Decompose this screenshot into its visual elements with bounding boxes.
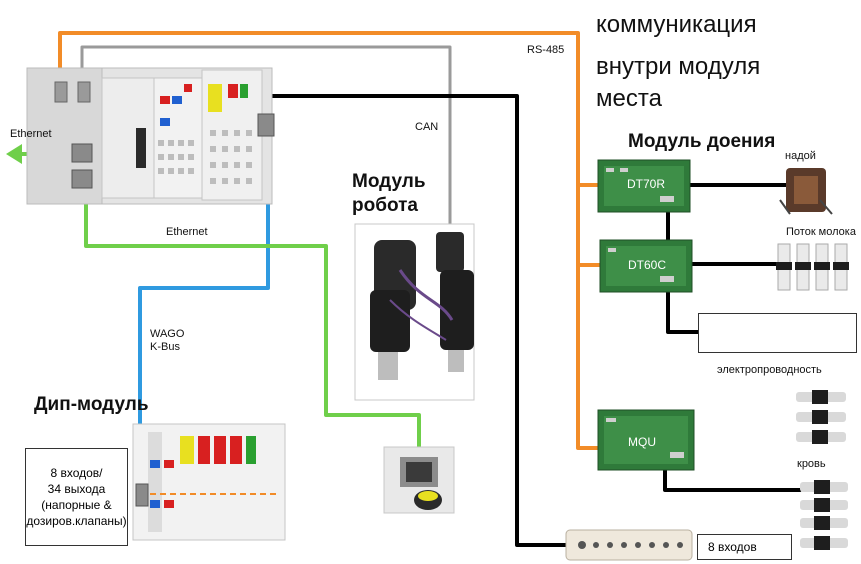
title-line-1: коммуникация xyxy=(596,11,757,38)
ethernet-camera-wire xyxy=(84,188,421,450)
wago-controller xyxy=(26,67,275,205)
can-label: CAN xyxy=(415,121,439,133)
kbus-label: K-Bus xyxy=(150,341,180,353)
milking-module-heading: Модуль доения xyxy=(628,131,776,152)
dip-io-description-box: 8 входов/ 34 выхода (напорные & дозиров.… xyxy=(25,448,128,546)
kbus-wire xyxy=(138,133,270,490)
mqu-to-blood-wire xyxy=(663,468,802,492)
nadoy-label: надой xyxy=(785,150,816,162)
inputs-8-box: 8 входов xyxy=(697,534,792,560)
wires xyxy=(6,31,802,547)
mqu-board xyxy=(597,409,695,471)
blood-sensors-photo xyxy=(800,480,848,550)
dt70r-label: DT70R xyxy=(627,177,666,191)
can-port xyxy=(77,81,91,103)
robot-motors-photo xyxy=(354,223,475,401)
rs485-port xyxy=(54,81,68,103)
dt70r-to-conductivity-wire xyxy=(666,183,700,334)
conductivity-label: электропроводность xyxy=(717,364,822,376)
ethernet-port-1 xyxy=(71,143,93,163)
robot-module-heading-line-2: робота xyxy=(352,195,418,216)
mqu-label: MQU xyxy=(628,435,656,449)
kbus-port xyxy=(257,113,275,137)
dip-io-module xyxy=(132,423,286,541)
conductivity-sensors-photo xyxy=(796,390,846,444)
title-line-3: места xyxy=(596,85,662,112)
ethernet-bottom-label: Ethernet xyxy=(166,226,208,238)
dt60c-board xyxy=(599,239,693,293)
conductivity-box xyxy=(698,313,857,353)
milk-flow-label: Поток молока xyxy=(786,226,856,238)
ethernet-port-2 xyxy=(71,169,93,189)
title-line-2: внутри модуля xyxy=(596,53,761,80)
milk-flow-sensors-photo xyxy=(776,243,849,291)
blood-label: кровь xyxy=(797,458,826,470)
ethernet-left-label: Ethernet xyxy=(10,128,52,140)
robot-module-heading-line-1: Модуль xyxy=(352,171,426,192)
dt60c-label: DT60C xyxy=(628,258,667,272)
rs485-label: RS-485 xyxy=(527,44,565,56)
camera-photo xyxy=(383,446,455,514)
dt70r-board xyxy=(597,159,691,213)
wago-label: WAGO xyxy=(150,328,185,340)
ethernet-out-arrowhead xyxy=(6,144,22,164)
nadoy-sensor-photo xyxy=(779,168,833,215)
inputs-terminal-strip xyxy=(565,529,693,561)
black-io-wire xyxy=(238,94,577,547)
dip-module-heading: Дип-модуль xyxy=(34,394,149,415)
